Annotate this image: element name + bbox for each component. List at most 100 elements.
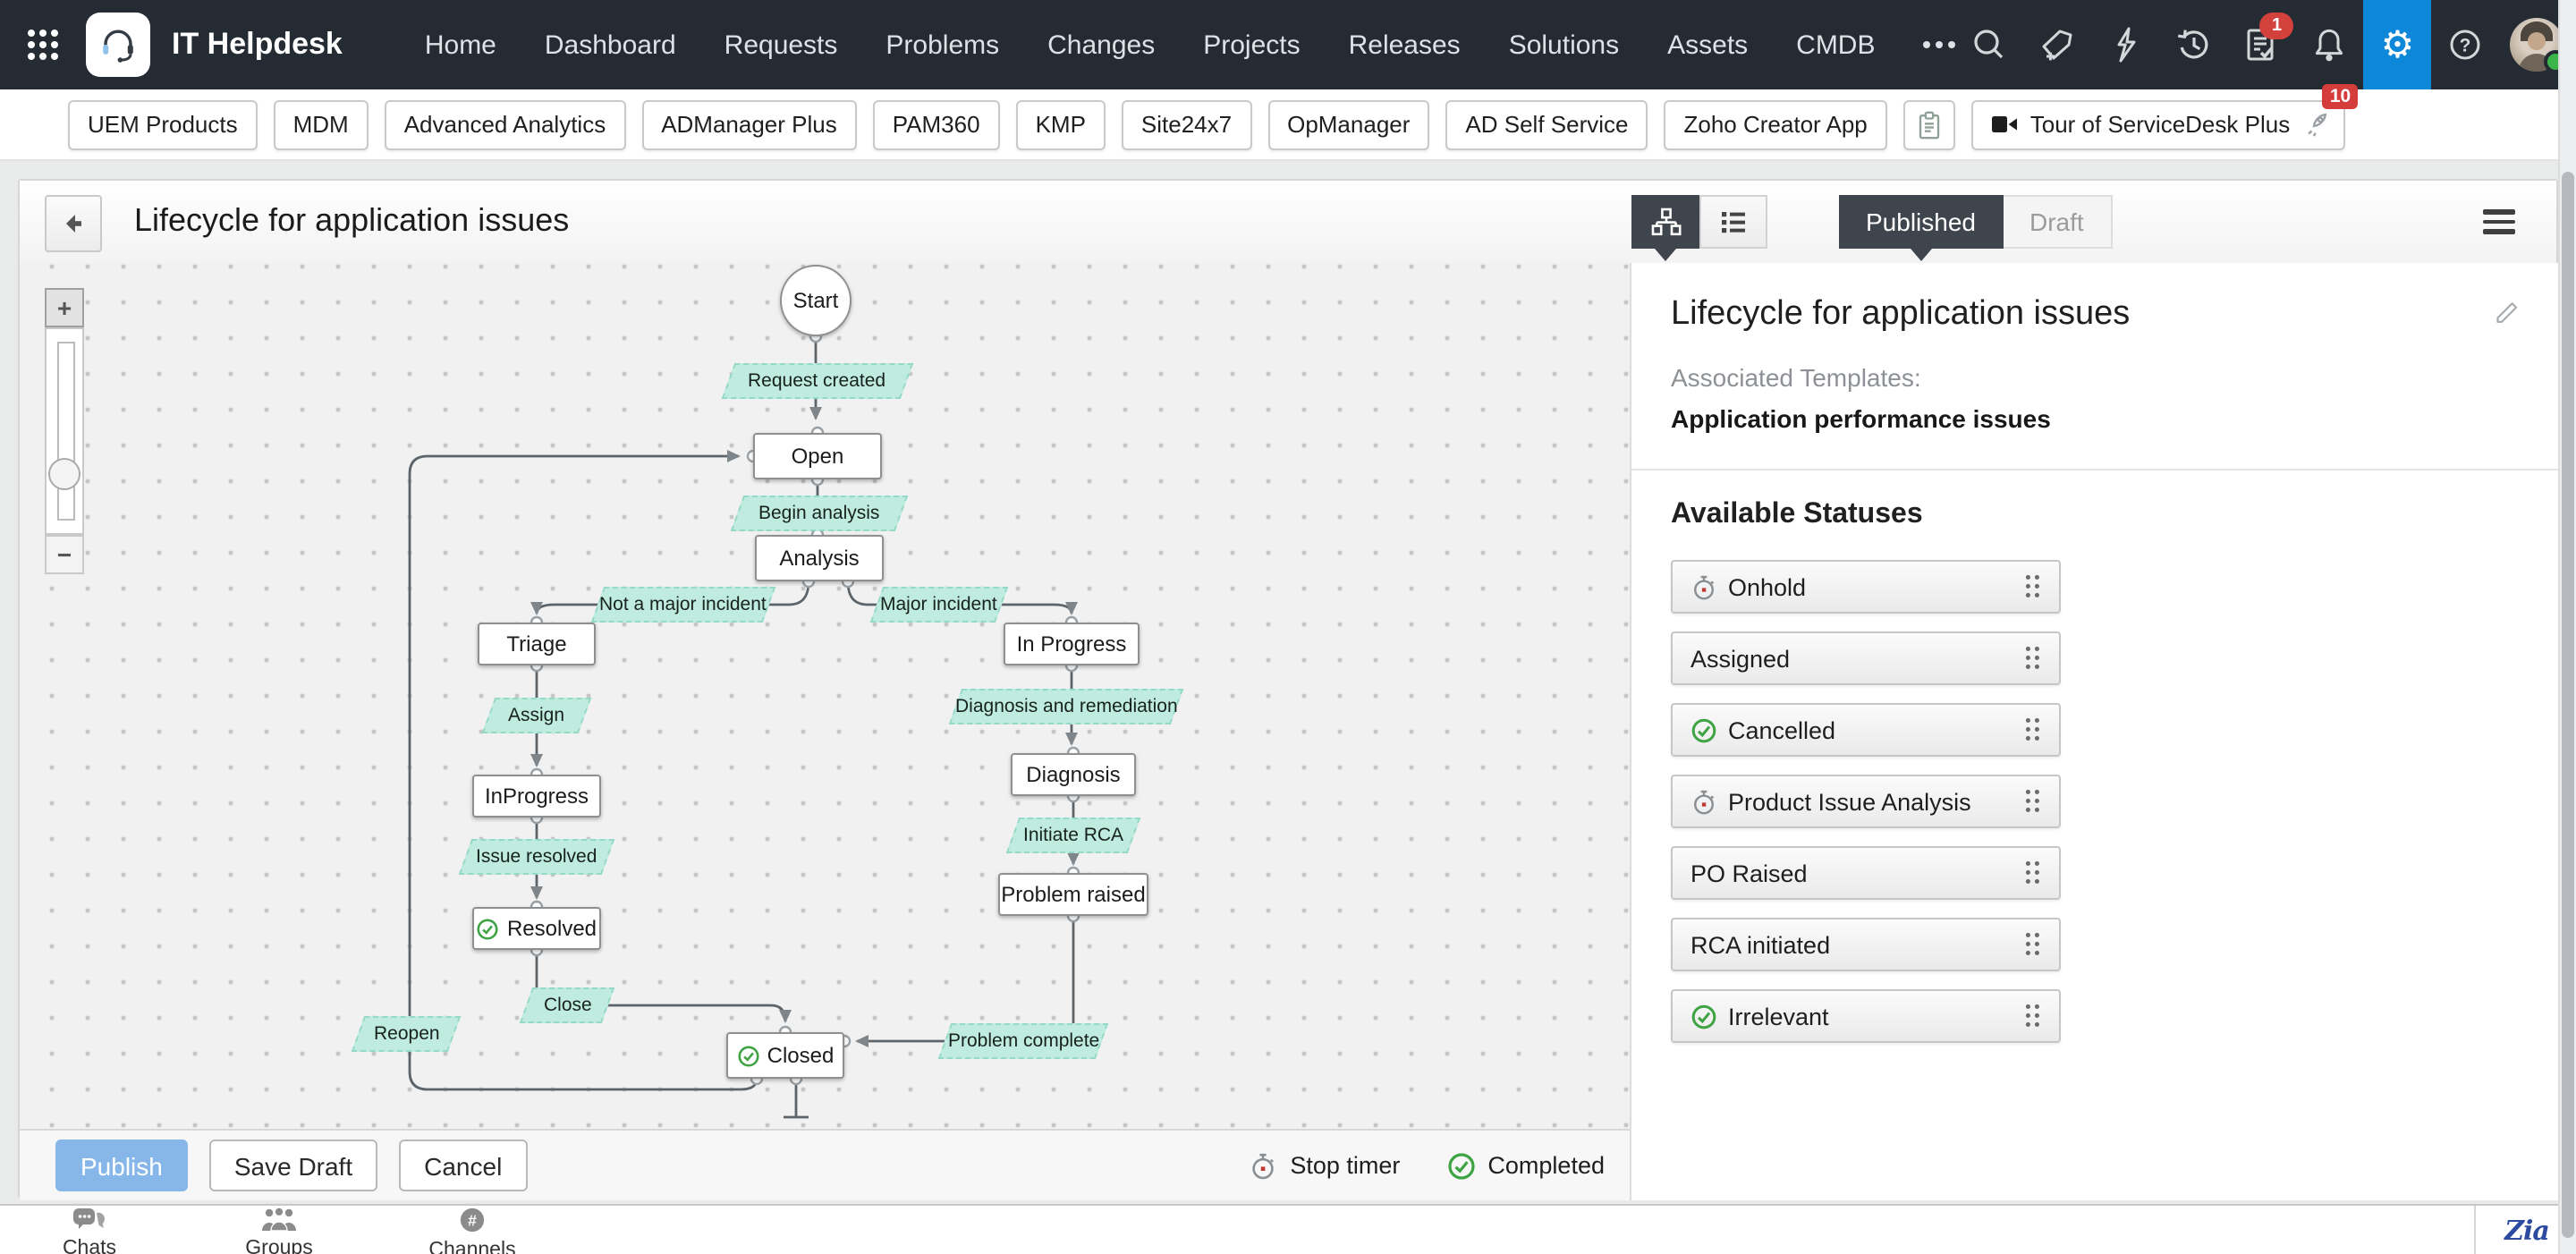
flow-node-analysis[interactable]: Analysis [755,535,884,581]
menu-assets[interactable]: Assets [1667,30,1749,60]
flow-transition-issue-resolved[interactable]: Issue resolved [458,839,615,875]
flow-transition-assign[interactable]: Assign [481,698,592,733]
status-item-assigned[interactable]: Assigned [1671,631,2061,685]
quicklink-advanced-analytics[interactable]: Advanced Analytics [384,99,626,149]
edit-icon[interactable] [2494,295,2521,335]
flow-node-resolved[interactable]: Resolved [472,907,601,950]
save-draft-button[interactable]: Save Draft [208,1140,378,1191]
menu-home[interactable]: Home [424,30,496,60]
drag-handle-icon[interactable] [2025,646,2041,671]
zoom-in-button[interactable]: + [45,288,84,327]
cancel-button[interactable]: Cancel [399,1140,528,1191]
flow-node-closed[interactable]: Closed [726,1032,844,1079]
zoom-out-button[interactable]: − [45,535,84,574]
legend-completed: Completed [1446,1151,1605,1180]
status-item-rca-initiated[interactable]: RCA initiated [1671,918,2061,971]
flow-node-triage[interactable]: Triage [478,623,596,665]
menu-solutions[interactable]: Solutions [1508,30,1620,60]
quicklink-zoho-creator-app[interactable]: Zoho Creator App [1664,99,1887,149]
flow-node-inprogress[interactable]: InProgress [472,775,601,818]
zoom-slider-thumb[interactable] [48,458,80,490]
flow-transition-close[interactable]: Close [519,987,615,1023]
quicklink-kmp[interactable]: KMP [1015,99,1106,149]
quicklink-site24x7[interactable]: Site24x7 [1121,99,1252,149]
clipboard-icon[interactable] [1902,99,1955,149]
apps-grid-icon[interactable] [25,27,61,63]
back-arrow-icon [66,215,81,233]
flow-node-diagnosis[interactable]: Diagnosis [1011,753,1136,796]
flow-transition-diagnosis-remediation[interactable]: Diagnosis and remediation [948,689,1184,724]
flow-node-open[interactable]: Open [753,433,882,479]
flow-transition-request-created[interactable]: Request created [721,363,914,399]
recent-history-icon[interactable] [2160,0,2228,89]
add-new-icon[interactable] [2024,0,2092,89]
flowchart-canvas[interactable]: Start Open Analysis Triage InProgress Re… [20,263,1630,1129]
taskbar-chats[interactable]: Chats [32,1207,147,1254]
menu-changes[interactable]: Changes [1047,30,1156,60]
quick-actions-icon[interactable] [2092,0,2160,89]
my-approvals-icon[interactable]: 1 [2228,0,2296,89]
status-item-product-issue-analysis[interactable]: Product Issue Analysis [1671,775,2061,828]
drag-handle-icon[interactable] [2025,574,2041,599]
flow-transition-begin-analysis[interactable]: Begin analysis [730,496,909,531]
drag-handle-icon[interactable] [2025,1004,2041,1029]
page-title: Lifecycle for application issues [134,202,570,238]
publish-button[interactable]: Publish [55,1140,188,1191]
flow-node-in-progress[interactable]: In Progress [1004,623,1140,665]
it-helpdesk-logo[interactable] [86,13,150,77]
drag-handle-icon[interactable] [2025,860,2041,885]
quicklink-mdm[interactable]: MDM [273,99,369,149]
menu-icon[interactable] [2483,209,2515,233]
back-button[interactable] [45,195,102,252]
zia-cell: Zia [2474,1206,2576,1254]
top-navbar: IT Helpdesk Home Dashboard Requests Prob… [0,0,2576,89]
channels-icon: # [460,1207,485,1233]
quicklink-uem-products[interactable]: UEM Products [68,99,258,149]
diagram-view-button[interactable] [1631,195,1699,261]
flow-transition-not-major-incident[interactable]: Not a major incident [590,587,776,623]
list-view-button[interactable] [1699,195,1767,249]
status-item-irrelevant[interactable]: Irrelevant [1671,989,2061,1043]
quicklink-pam360[interactable]: PAM360 [872,99,1000,149]
flow-node-start[interactable]: Start [780,265,852,336]
search-icon[interactable] [1956,0,2024,89]
flow-transition-problem-complete[interactable]: Problem complete [937,1023,1109,1059]
drag-handle-icon[interactable] [2025,717,2041,742]
menu-projects[interactable]: Projects [1203,30,1301,60]
drag-handle-icon[interactable] [2025,932,2041,957]
flow-transition-initiate-rca[interactable]: Initiate RCA [1005,818,1141,853]
editor-footer: Publish Save Draft Cancel Stop timer Com… [20,1129,1630,1200]
menu-releases[interactable]: Releases [1348,30,1461,60]
help-icon[interactable]: ? [2432,0,2500,89]
rocket-icon [2304,108,2333,142]
flow-node-problem-raised[interactable]: Problem raised [998,873,1148,916]
menu-problems[interactable]: Problems [886,30,1000,60]
zia-logo[interactable]: Zia [2504,1215,2550,1247]
status-item-po-raised[interactable]: PO Raised [1671,846,2061,900]
more-menu-icon[interactable] [1923,41,1956,48]
zoom-slider[interactable] [45,327,84,535]
status-item-onhold[interactable]: Onhold [1671,560,2061,614]
scrollbar-thumb[interactable] [2562,172,2574,1238]
flow-transition-reopen[interactable]: Reopen [351,1016,462,1052]
flow-transition-major-incident[interactable]: Major incident [869,587,1009,623]
quicklink-admanager-plus[interactable]: ADManager Plus [641,99,857,149]
taskbar-groups[interactable]: Groups [215,1207,343,1254]
settings-icon[interactable]: ⚙ [2363,0,2432,89]
taskbar-channels[interactable]: # Channels [408,1207,537,1254]
drag-handle-icon[interactable] [2025,789,2041,814]
quicklink-opmanager[interactable]: OpManager [1267,99,1430,149]
tour-button[interactable]: Tour of ServiceDesk Plus 10 [1970,83,2359,149]
notifications-icon[interactable] [2296,0,2364,89]
menu-dashboard[interactable]: Dashboard [544,30,676,60]
zoom-control: + − [45,288,84,574]
quicklink-ad-self-service[interactable]: AD Self Service [1445,99,1648,149]
profile-avatar[interactable] [2510,18,2568,73]
associated-templates-label: Associated Templates: [1671,363,1921,392]
tab-published[interactable]: Published [1839,195,2003,261]
tab-draft[interactable]: Draft [2003,195,2113,249]
status-item-cancelled[interactable]: Cancelled [1671,703,2061,757]
menu-requests[interactable]: Requests [724,30,838,60]
brand-title: IT Helpdesk [172,27,343,61]
menu-cmdb[interactable]: CMDB [1796,30,1876,60]
